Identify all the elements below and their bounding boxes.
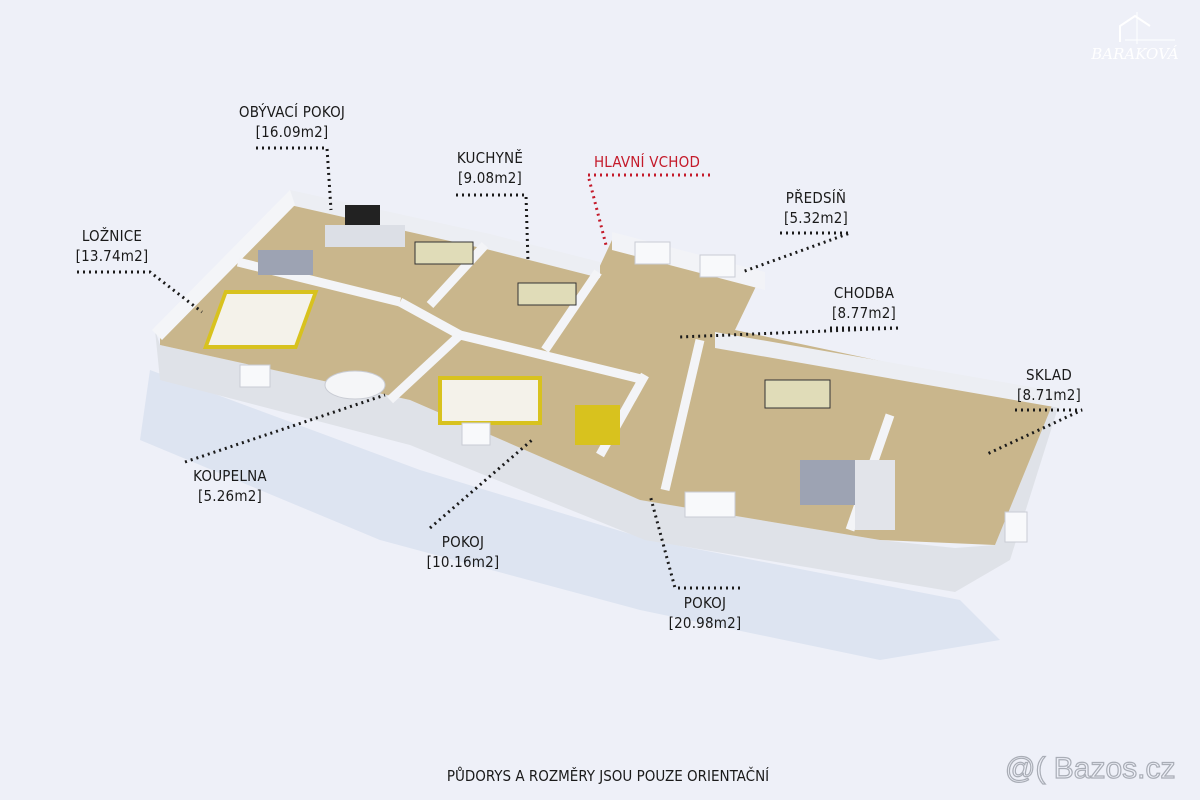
room-label-obyvaci-pokoj: OBÝVACÍ POKOJ [16.09m2] [239,102,345,142]
windows [239,241,1028,543]
room-area: [13.74m2] [75,247,149,265]
room-name: PŘEDSÍŇ [785,189,847,207]
leader-chodba [679,326,901,339]
room-name: POKOJ [683,594,727,612]
room-area: [10.16m2] [426,553,500,571]
room-area: [5.32m2] [784,209,848,227]
room-area: [8.77m2] [832,304,896,322]
room-label-sklad: SKLAD [8.71m2] [1017,365,1081,405]
bathtub [324,370,386,400]
leader-entrance [586,173,710,246]
room-name: SKLAD [1026,366,1072,384]
room-label-pokoj-small: POKOJ [10.16m2] [427,532,500,572]
sofa [258,250,313,275]
entrance-name: HLAVNÍ VCHOD [593,153,701,171]
room-area: [8.71m2] [1017,386,1081,404]
desk [414,241,474,265]
tv-cabinet [325,225,405,247]
entrance-label: HLAVNÍ VCHOD [594,152,700,172]
room-name: CHODBA [833,284,895,302]
room-name: KUCHYNĚ [456,149,524,167]
room-area: [5.26m2] [198,487,262,505]
room-area: [20.98m2] [668,614,742,632]
sofa [800,460,860,505]
leader-koupelna [184,393,386,464]
shelf [855,460,895,530]
leader-pokoj-small [429,438,533,530]
room-name: LOŽNICE [81,227,143,245]
leader-lines [77,146,1083,590]
watermark: @( Bazos.cz [1004,751,1176,785]
back-wall [715,332,1060,408]
back-wall [290,190,490,250]
room-label-pokoj-large: POKOJ [20.98m2] [669,593,742,633]
logo-text: BARAKOVÁ [1091,45,1179,63]
room-label-kuchyne: KUCHYNĚ [9.08m2] [457,148,523,188]
bed [438,376,542,425]
room-label-koupelna: KOUPELNA [5.26m2] [193,466,267,506]
leader-sklad [984,408,1083,457]
front-wall [155,330,1062,592]
room-label-loznice: LOŽNICE [13.74m2] [76,226,149,266]
tv [345,205,380,227]
room-name: OBÝVACÍ POKOJ [238,103,346,121]
leader-loznice [77,270,203,314]
leader-kuchyne [456,193,530,263]
bench [575,405,620,445]
back-wall [490,234,600,278]
building-shadow [140,370,1000,660]
room-label-chodba: CHODBA [8.77m2] [832,283,896,323]
leader-predsin [741,231,851,274]
dining-table [517,282,577,306]
room-label-predsin: PŘEDSÍŇ [5.32m2] [784,188,848,228]
room-name: KOUPELNA [193,467,267,485]
bed [202,290,319,349]
room-area: [9.08m2] [458,169,522,187]
table [764,379,831,409]
house-icon [1119,12,1175,44]
room-name: POKOJ [441,533,485,551]
logo: BARAKOVÁ [1085,12,1185,72]
room-area: [16.09m2] [255,123,329,141]
disclaimer: PŮDORYS A ROZMĚRY JSOU POUZE ORIENTAČNÍ [446,767,770,785]
